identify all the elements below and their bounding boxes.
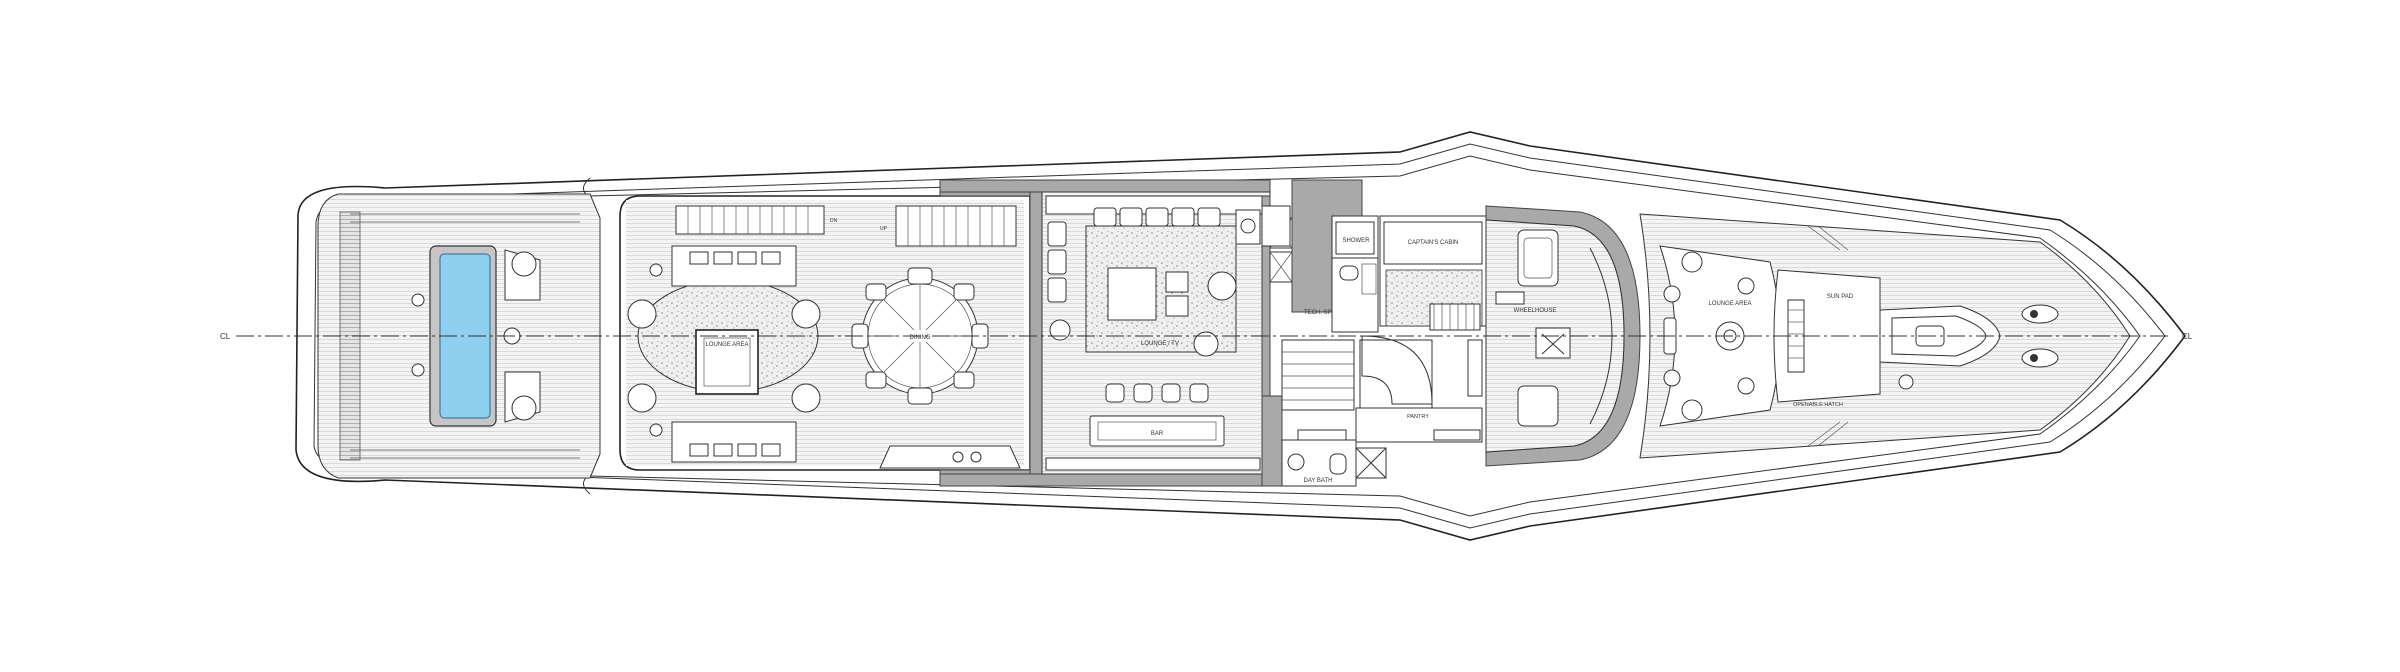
captains-cabin: CAPTAIN'S CABIN: [1379, 215, 1487, 331]
shower: SHOWER: [1331, 215, 1379, 333]
centerline: CL CL: [220, 332, 2193, 341]
centerline-left-label: CL: [220, 332, 231, 341]
lounge-fwd-label: LOUNGE AREA: [1708, 301, 1751, 307]
openable-hatch-label: OPENABLE HATCH: [1793, 402, 1843, 408]
shower-label: SHOWER: [1343, 238, 1371, 244]
stairs-aft-starboard: UP: [880, 205, 1017, 247]
sun-pad-label: SUN PAD: [1827, 294, 1854, 300]
tv-lounge-label: LOUNGE / TV: [1141, 341, 1179, 347]
bar-area: BAR: [1045, 383, 1261, 471]
aft-cabinet: [879, 445, 1021, 469]
stair-core: [1281, 335, 1433, 411]
lounge-aft-label: LOUNGE AREA: [705, 342, 748, 348]
wheelhouse-label: WHEELHOUSE: [1514, 308, 1557, 314]
tv-lounge: LOUNGE / TV: [1041, 191, 1271, 475]
pantry: PANTRY: [1297, 407, 1483, 443]
day-bath: DAY BATH: [1281, 439, 1387, 487]
day-bath-label: DAY BATH: [1303, 478, 1332, 484]
mid-walls: [939, 179, 1271, 487]
bar-label: BAR: [1151, 431, 1164, 437]
stairs-dn-label: DN: [830, 218, 838, 224]
pantry-label: PANTRY: [1407, 414, 1429, 420]
stairs-aft-port: DN: [675, 205, 838, 235]
tech-space-label: TECH. SPACE: [1304, 310, 1344, 316]
dining-label: DINING: [910, 335, 931, 341]
sun-pad: SUN PAD OPENABLE HATCH: [1773, 269, 1881, 408]
captains-cabin-label: CAPTAIN'S CABIN: [1408, 240, 1459, 246]
centerline-right-label: CL: [2182, 332, 2193, 341]
stairs-up-label: UP: [880, 226, 888, 232]
bow-fittings: [1807, 225, 2059, 447]
